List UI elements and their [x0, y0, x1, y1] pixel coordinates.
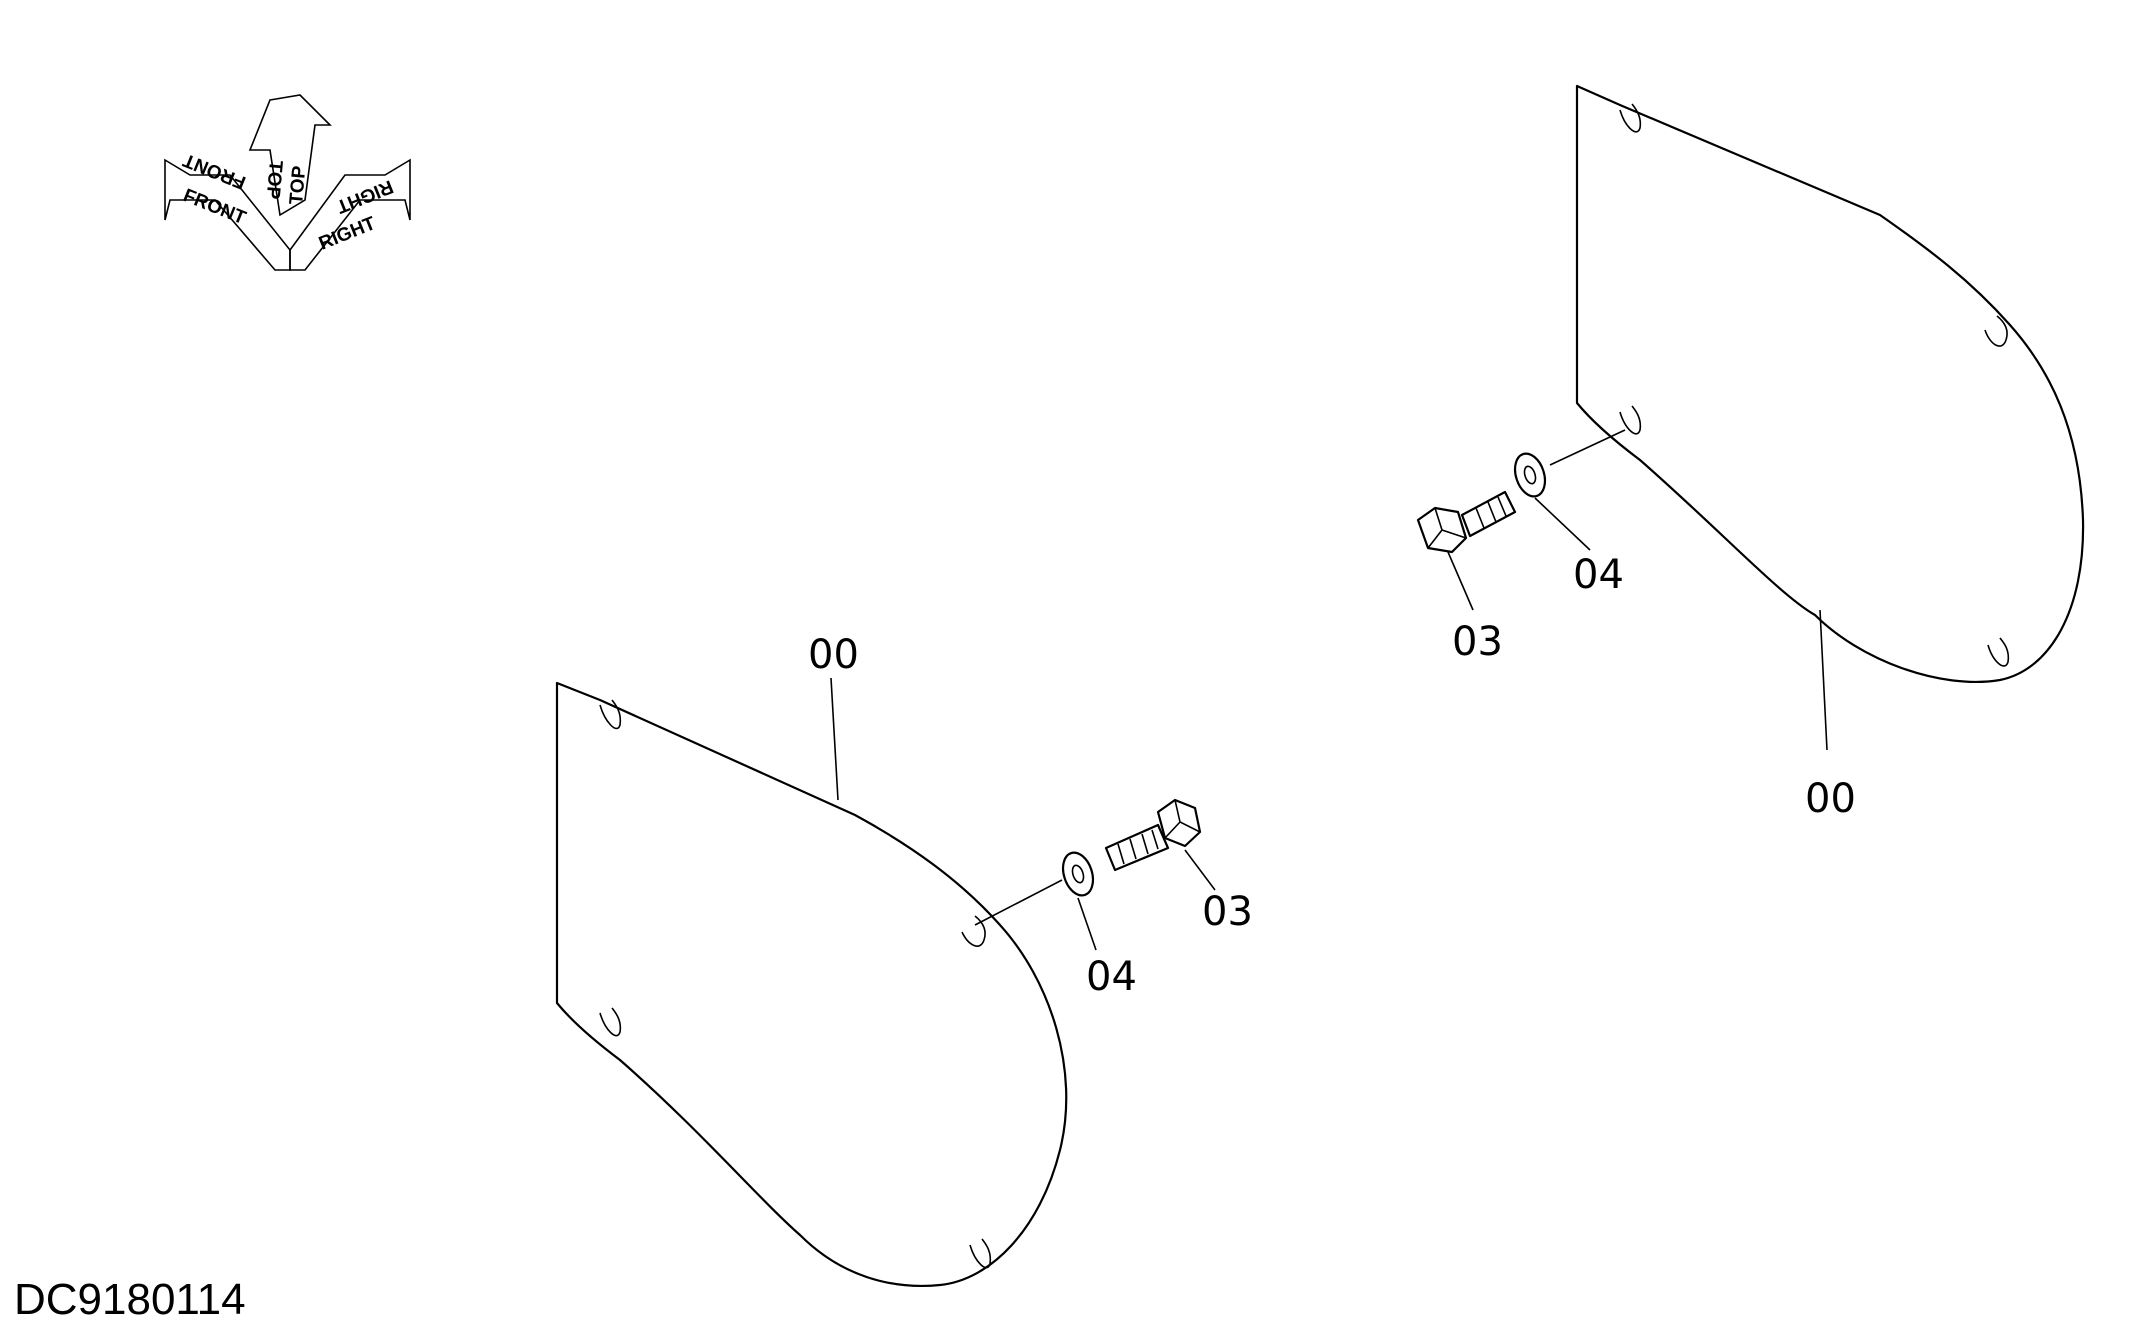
right-cover-callout: 00: [1805, 776, 1856, 822]
right-bolt-leader: [1447, 551, 1474, 611]
right-attach-line: [1549, 429, 1626, 466]
left-notch-bottom: [969, 1238, 992, 1269]
left-washer: [1061, 851, 1095, 897]
front-arrow-icon: [164, 158, 291, 271]
right-arrow-icon: [289, 158, 411, 271]
left-bolt-callout: 03: [1202, 889, 1253, 935]
left-washer-hole: [1071, 864, 1085, 884]
left-washer-leader: [1077, 897, 1097, 951]
right-bolt-callout: 03: [1452, 619, 1503, 665]
right-notch-bottom: [1987, 637, 2010, 667]
right-washer: [1513, 452, 1547, 498]
right-washer-hole: [1523, 465, 1537, 485]
right-notch-right: [1984, 315, 2008, 347]
left-cover-callout: 00: [808, 632, 859, 678]
right-washer-callout: 04: [1573, 552, 1624, 598]
right-cover-leader: [1819, 609, 1828, 751]
right-notch-bottom-left: [1619, 405, 1642, 435]
orientation-indicator: FRONT FRONT TOP TOP RIGHT RIGHT: [164, 94, 411, 271]
top-label: TOP: [262, 160, 286, 201]
left-attach-line: [974, 879, 1063, 926]
top-arrow-icon: [248, 94, 332, 217]
right-cover-plate: [1575, 84, 2085, 684]
right-washer-leader: [1534, 497, 1591, 551]
right-bolt: [1416, 490, 1517, 554]
left-bolt-leader: [1184, 849, 1216, 891]
left-notch-right: [961, 915, 986, 947]
left-washer-callout: 04: [1086, 954, 1137, 1000]
top-label-mirrored: TOP: [286, 165, 310, 206]
right-cover-assembly: 04 03 00: [1416, 84, 2085, 822]
left-bolt: [1104, 798, 1202, 872]
right-label: RIGHT: [316, 213, 379, 255]
right-label-mirrored: RIGHT: [333, 175, 396, 217]
drawing-id: DC9180114: [14, 1275, 246, 1324]
left-cover-leader: [830, 677, 839, 801]
left-notch-bottom-left: [599, 1007, 622, 1037]
right-notch-top: [1619, 103, 1642, 133]
left-notch-top: [599, 699, 622, 730]
left-cover-assembly: 00 04 03: [555, 632, 1253, 1287]
left-cover-plate: [555, 681, 1068, 1287]
